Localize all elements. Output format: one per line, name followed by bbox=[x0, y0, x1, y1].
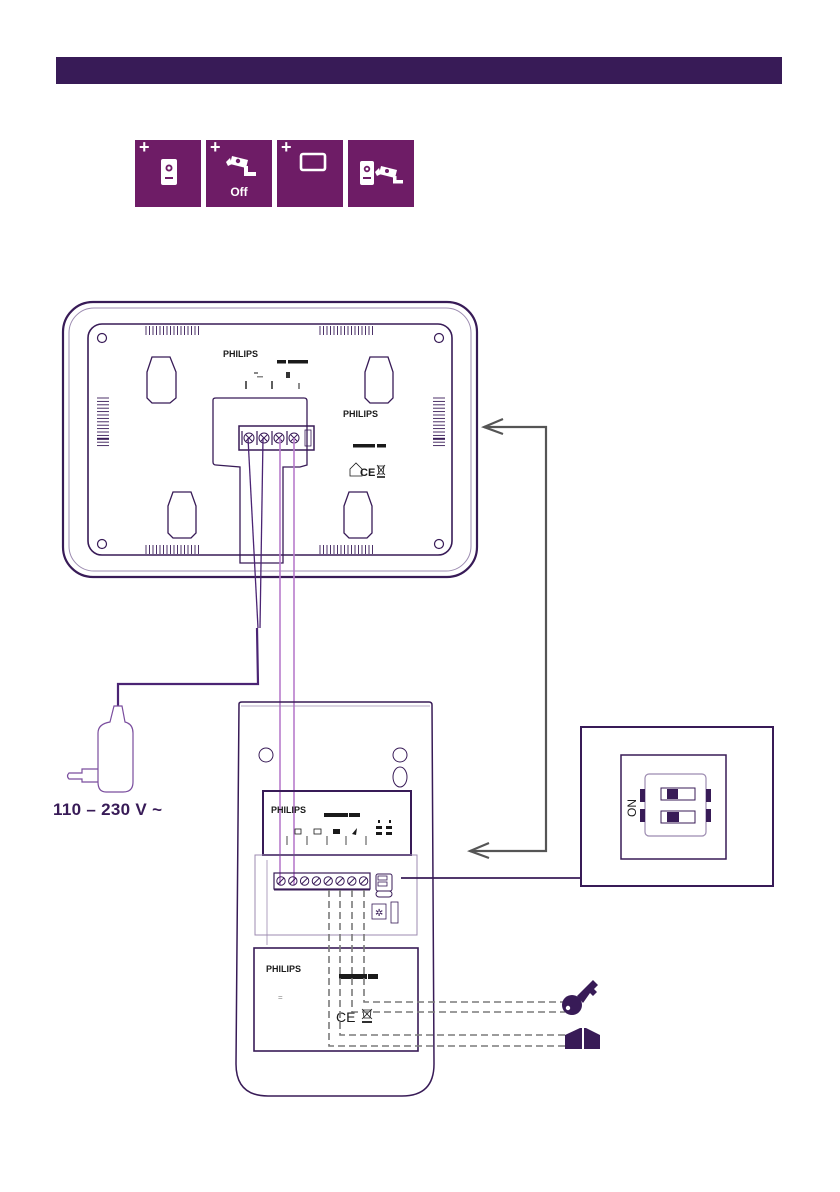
door-station-terminal-screw bbox=[323, 876, 333, 886]
plus-icon: + bbox=[139, 137, 150, 157]
monitor-back: PHILIPS PHILIPS CE bbox=[61, 300, 479, 579]
monitor-icon bbox=[299, 152, 327, 172]
monitor-brand-side: PHILIPS bbox=[343, 409, 378, 419]
door-station-terminal-screw bbox=[311, 876, 322, 886]
mode-tile-add-monitor[interactable]: + bbox=[277, 137, 343, 207]
dip-switch-detail: ON bbox=[401, 726, 774, 887]
key-icon bbox=[562, 980, 598, 1015]
monitor-brand-top: PHILIPS bbox=[223, 349, 258, 359]
mode-tile-add-door-station[interactable]: + bbox=[135, 137, 201, 207]
plus-icon: + bbox=[210, 137, 221, 157]
door-station-terminal-screw bbox=[288, 876, 298, 886]
bus-wires bbox=[279, 438, 295, 885]
mode-tile-add-camera[interactable]: + Off bbox=[206, 137, 272, 207]
vent-slots bbox=[97, 326, 445, 554]
monitor-terminal-screw bbox=[241, 431, 255, 445]
mode-tile-door-station-camera[interactable] bbox=[348, 140, 414, 207]
svg-text:✲: ✲ bbox=[375, 908, 383, 919]
door-station-terminal-screw bbox=[347, 876, 357, 886]
cctv-camera-icon bbox=[226, 156, 256, 176]
output-wires bbox=[328, 890, 565, 1047]
equals-mark: = bbox=[278, 993, 283, 1002]
power-adapter-icon bbox=[66, 705, 134, 793]
door-station-terminal-screw bbox=[299, 876, 310, 886]
power-wires bbox=[116, 437, 264, 706]
dip-switch-2-lever[interactable] bbox=[667, 812, 679, 822]
gate-icon bbox=[565, 1028, 600, 1049]
bidirectional-arrow bbox=[467, 417, 548, 860]
monitor-terminal-screw bbox=[256, 431, 270, 445]
plus-icon: + bbox=[281, 137, 292, 157]
camera-state-label: Off bbox=[230, 185, 248, 199]
section-header-bar bbox=[56, 57, 782, 84]
door-station-terminal-screw bbox=[335, 876, 345, 886]
door-station-camera-icon bbox=[360, 161, 403, 185]
monitor-terminal-screw bbox=[271, 431, 285, 445]
door-station-ce-mark: CE bbox=[336, 1009, 355, 1025]
door-station-icon bbox=[161, 159, 177, 185]
dip-on-label: ON bbox=[625, 799, 639, 817]
door-station-brand-bottom: PHILIPS bbox=[266, 964, 301, 974]
door-station-back: PHILIPS ✲ PHILIPS bbox=[235, 701, 435, 1097]
door-station-terminal-screw bbox=[358, 876, 369, 886]
voltage-label: 110 – 230 V ~ bbox=[53, 800, 163, 819]
monitor-ce-mark: CE bbox=[360, 467, 375, 479]
door-station-brand-top: PHILIPS bbox=[271, 805, 306, 815]
door-station-terminal-screw bbox=[276, 876, 286, 886]
weee-bin-icon bbox=[376, 464, 386, 478]
dip-switch-1-lever[interactable] bbox=[667, 789, 678, 799]
monitor-terminal-screw bbox=[286, 431, 300, 445]
